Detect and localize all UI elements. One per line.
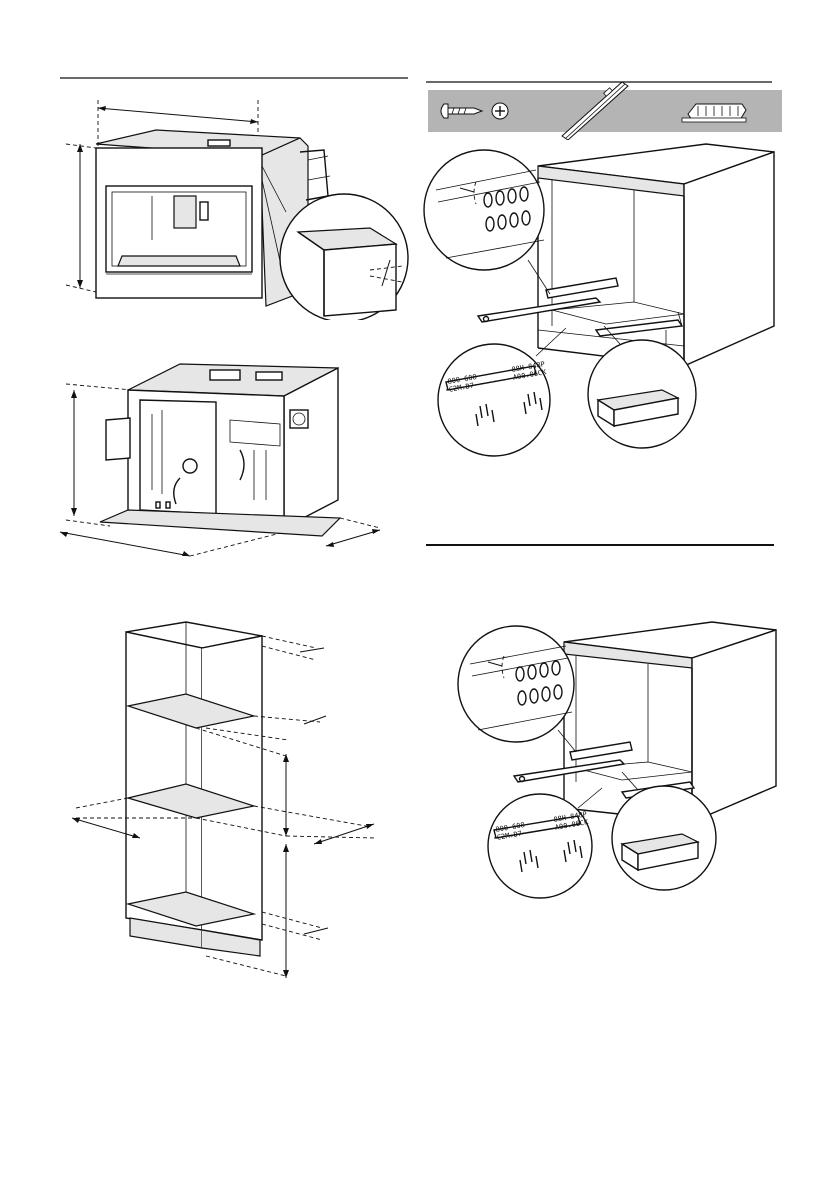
- screw-placement-magnifier: 800 608C2M.D7 88H 848PA00.06CK: [488, 788, 602, 898]
- cabinet-left-side: [126, 632, 202, 930]
- drawer-magnifier: [588, 326, 696, 448]
- appliance-rear-view-panel: [40, 350, 420, 570]
- cabinet-right-side: [202, 636, 262, 940]
- rail-detail-magnifier: [424, 150, 550, 294]
- appliance-rear-body: [128, 390, 284, 528]
- magnified-corner-detail: [280, 194, 408, 320]
- shelf-thickness-dimension: [304, 716, 326, 724]
- drawer-installation-lower-drawing: 800 608C2M.D7 88H 848PA00.06CK: [442, 612, 782, 902]
- rail-detail-magnifier: [458, 626, 576, 752]
- base-width-dimension-arrow: [60, 532, 190, 556]
- cabinet-dimensions-panel: [56, 612, 396, 992]
- drawer-installation-upper-panel: 800 608C2M.D7 88H 848PA00.06CK: [416, 130, 784, 460]
- width-dimension-arrow: [98, 108, 258, 122]
- niche-depth-dimension-arrow: [314, 824, 374, 844]
- left-drawer-rail: [478, 278, 618, 322]
- base-cabinet: [538, 144, 774, 366]
- screw-placement-magnifier: 800 608C2M.D7 88H 848PA00.06CK: [438, 328, 566, 456]
- appliance-front-view-panel: [40, 60, 420, 320]
- section-rule-lower: [426, 544, 774, 546]
- cabinet-dimensions-drawing: [56, 612, 396, 992]
- appliance-front-drawing: [40, 60, 420, 320]
- appliance-rear-drawing: [40, 350, 420, 570]
- drawer-installation-lower-panel: 800 608C2M.D7 88H 848PA00.06CK: [442, 612, 782, 902]
- panel-thickness-dimension-top: [300, 648, 324, 652]
- power-connector: [183, 459, 197, 473]
- base-depth-dimension-arrow: [326, 530, 380, 546]
- drawer-installation-upper-drawing: 800 608C2M.D7 88H 848PA00.06CK: [416, 130, 784, 460]
- dispenser-unit: [174, 196, 196, 228]
- drip-tray: [118, 256, 240, 266]
- bottom-panel-thickness-dimension: [304, 928, 328, 934]
- phillips-head-icon: [492, 103, 508, 119]
